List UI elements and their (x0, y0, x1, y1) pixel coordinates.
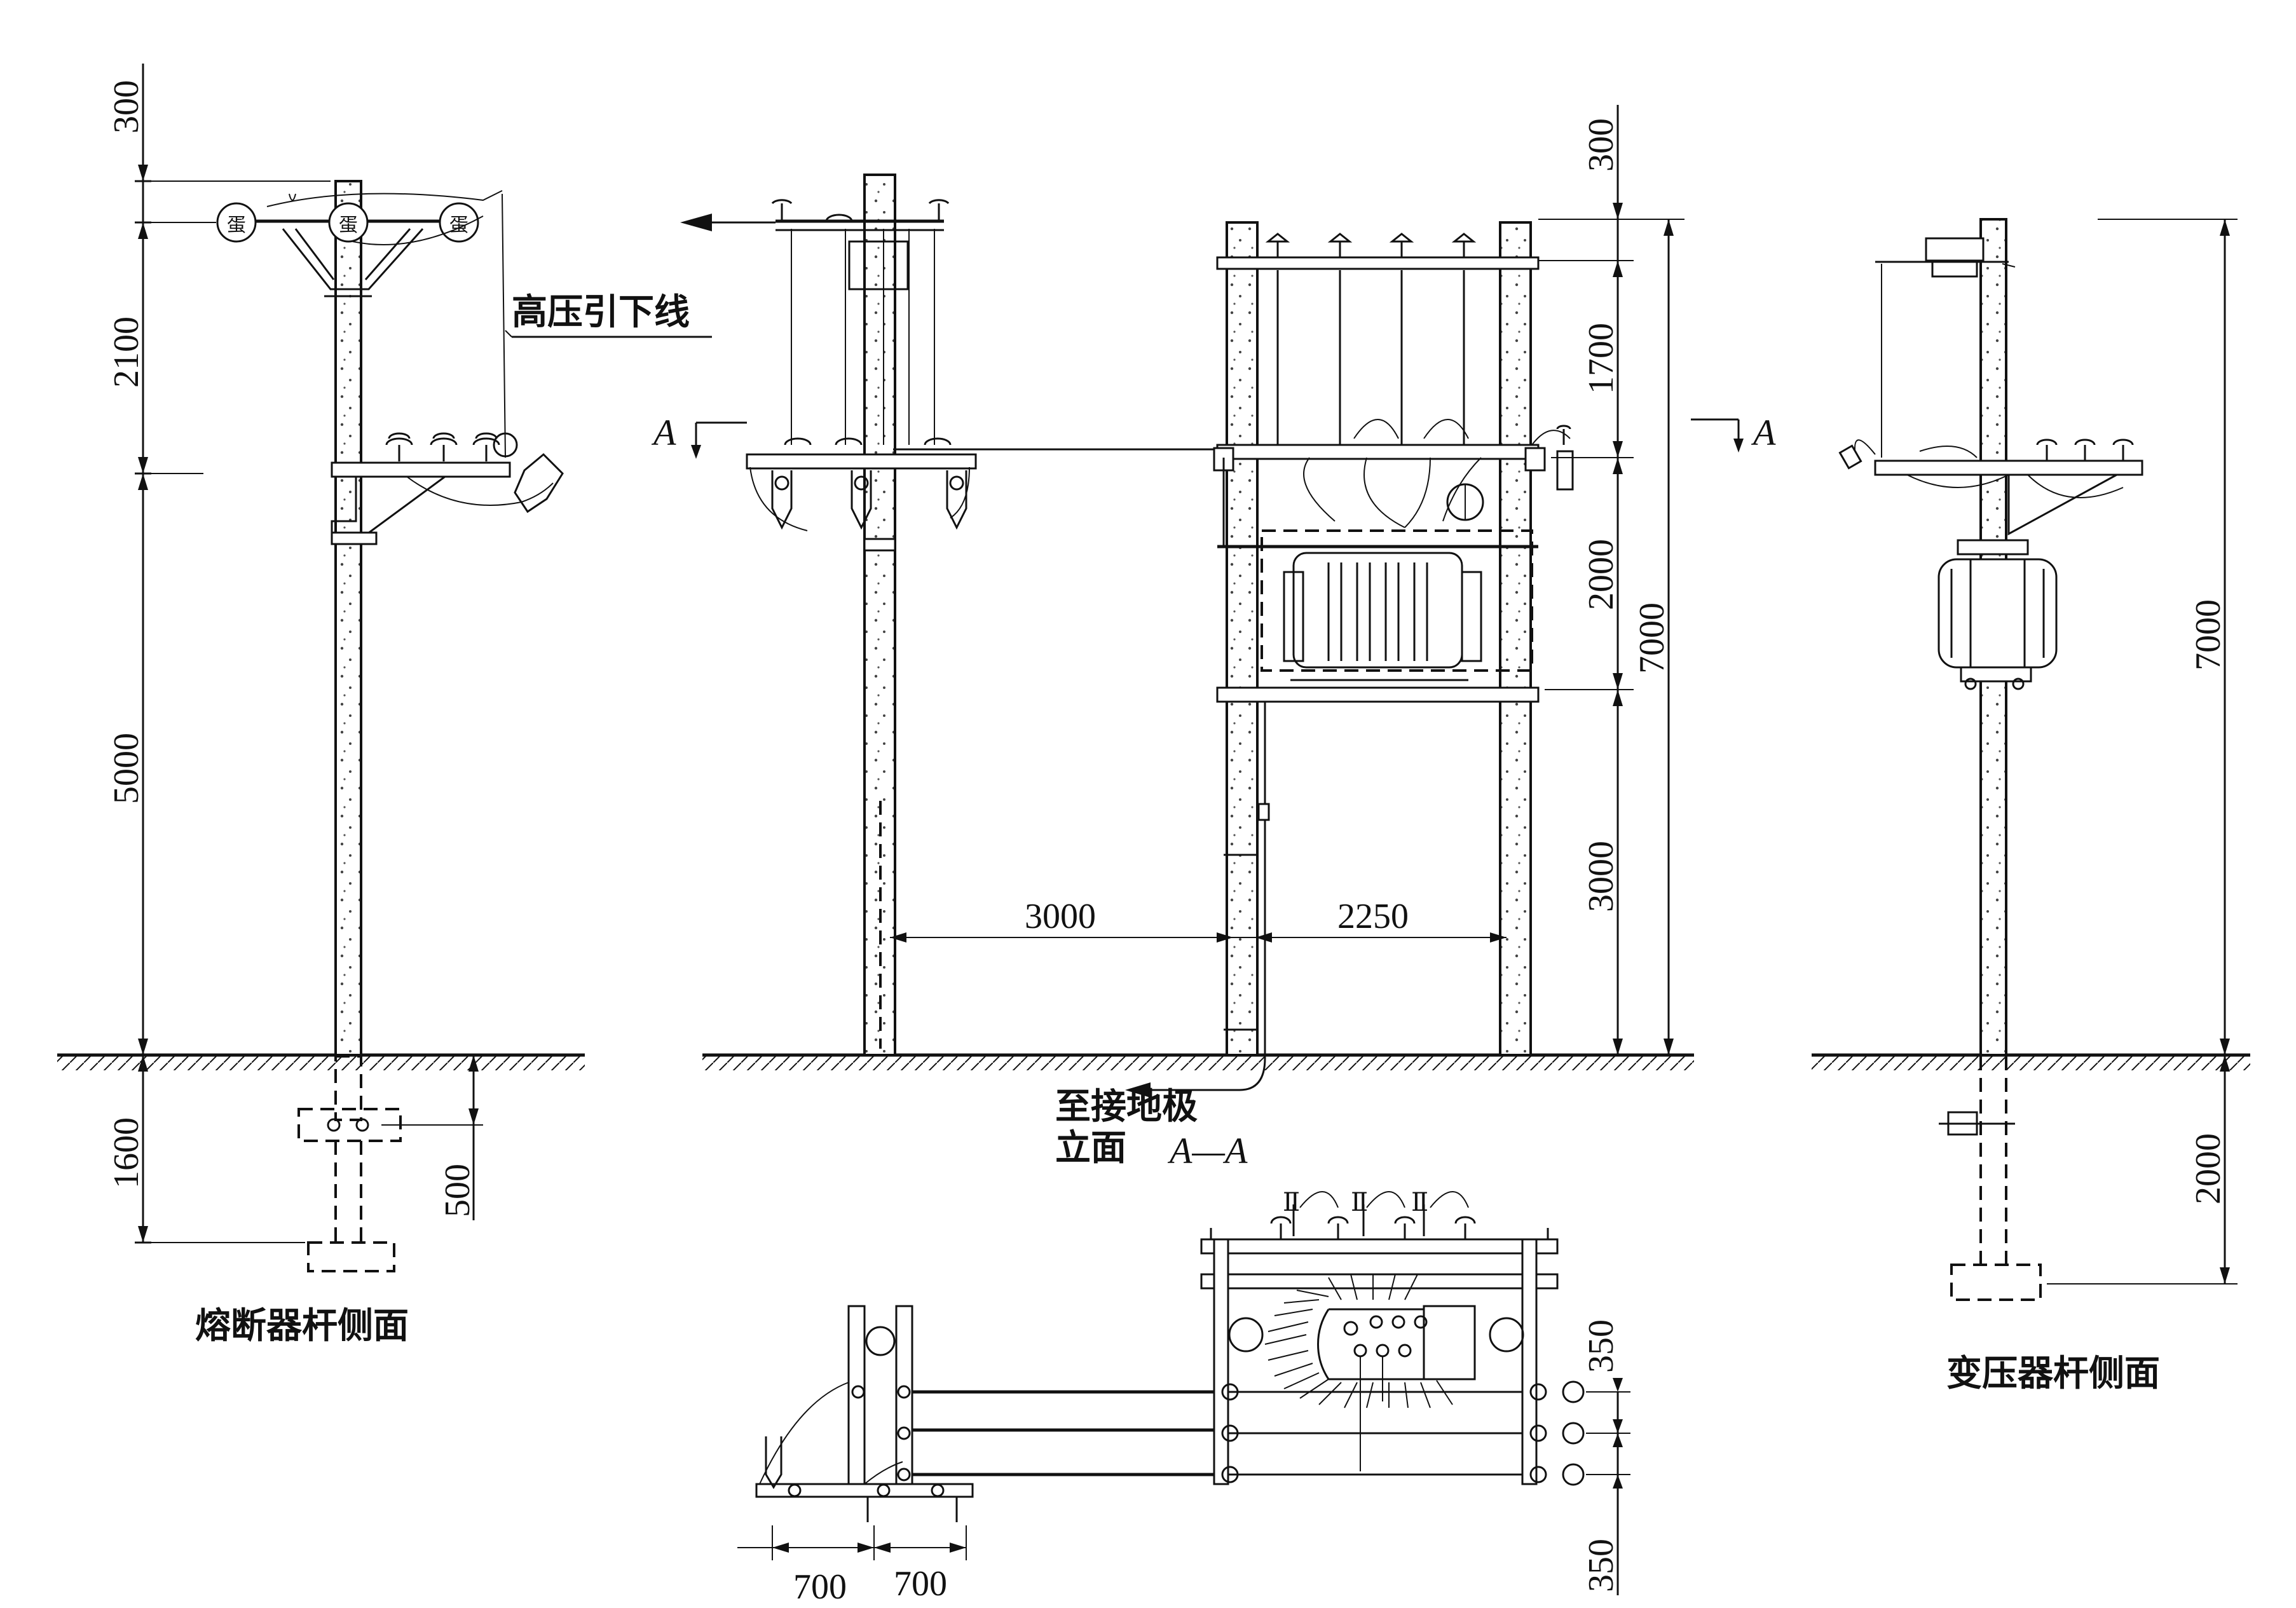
dim-left-top: 300 (107, 80, 146, 133)
elevation-label: 立面 (1055, 1128, 1126, 1169)
svg-text:Ⅱ: Ⅱ (1411, 1188, 1428, 1216)
dim-left-below-ground: 1600 (107, 1117, 146, 1189)
insulator-row (385, 432, 518, 461)
dim-plan-lower-gap: 350 (1582, 1539, 1621, 1592)
dim-span-left: 3000 (1025, 897, 1096, 936)
section-mark-left: A (651, 412, 676, 453)
dim-plan-upper-gap: 350 (1582, 1319, 1621, 1373)
dim-transformer-pole-total: 7000 (2189, 599, 2228, 671)
dim-right-lower: 3000 (1582, 841, 1621, 912)
dim-right-total: 7000 (1632, 603, 1672, 674)
section-mark-right: A (1751, 412, 1776, 453)
dim-left-middle: 5000 (107, 733, 146, 804)
fuse-pole-side-view: 蛋 蛋 蛋 高压引下线 300 2100 5000 (57, 64, 712, 1347)
svg-text:Ⅱ: Ⅱ (1283, 1188, 1300, 1216)
transformer-pole-side-title: 变压器杆侧面 (1946, 1353, 2160, 1394)
dim-span-right: 2250 (1337, 897, 1409, 936)
ground-electrode-label: 至接地极 (1055, 1086, 1198, 1128)
svg-text:Ⅱ: Ⅱ (1351, 1188, 1368, 1216)
dim-right-top: 300 (1582, 118, 1621, 172)
dim-plan-left: 700 (793, 1567, 847, 1607)
dim-plan-right: 700 (894, 1564, 947, 1604)
dim-transformer-pole-below: 2000 (2189, 1133, 2228, 1204)
dim-left-upper: 2100 (107, 317, 146, 388)
fuse-pole-side-title: 熔断器杆侧面 (195, 1305, 409, 1347)
plan-insulators: Ⅱ Ⅱ Ⅱ (1270, 1188, 1476, 1239)
dim-left-foundation: 500 (438, 1164, 477, 1217)
dim-right-middle: 2000 (1582, 539, 1621, 610)
section-title: A—A (1167, 1130, 1248, 1171)
section-a-a-plan: A—A Ⅱ (737, 1130, 1630, 1607)
radiator-fins (1327, 562, 1428, 661)
svg-text:蛋: 蛋 (227, 215, 246, 236)
top-insulators (1265, 233, 1477, 451)
elevation-view: A (651, 105, 1776, 1169)
dim-right-upper: 1700 (1582, 323, 1621, 394)
transformer-plan (1264, 1274, 1476, 1471)
hv-downlead-label: 高压引下线 (512, 292, 690, 333)
transformer-pole-side-view: 7000 2000 变压器杆侧面 (1812, 218, 2250, 1394)
svg-text:蛋: 蛋 (339, 215, 358, 236)
